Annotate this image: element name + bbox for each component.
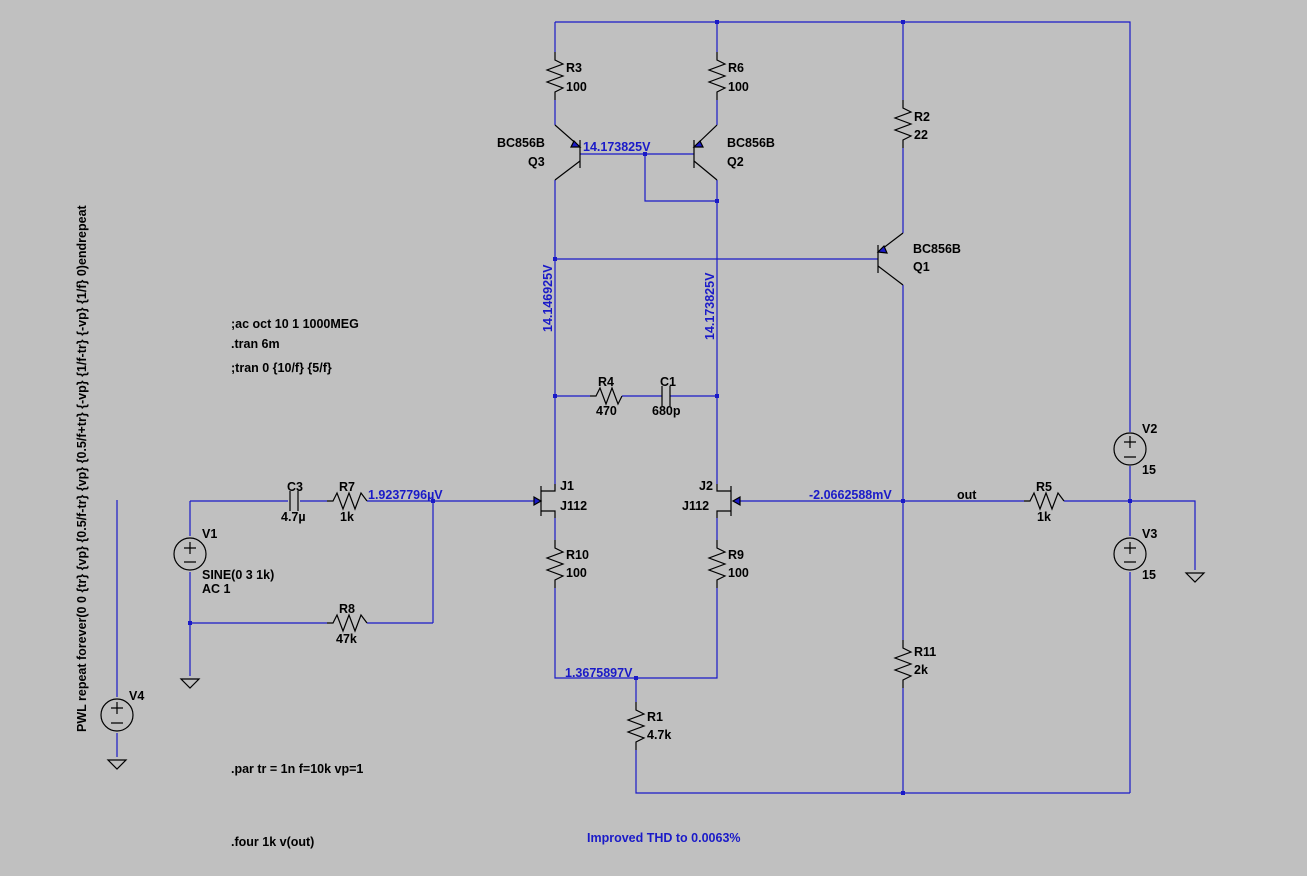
voltage-q2-collector: 14.173825V [703,272,717,340]
c1-value: 680p [652,404,681,418]
v1-ac: AC 1 [202,582,231,596]
c3-value: 4.7µ [281,510,306,524]
r5-value: 1k [1037,510,1051,524]
v2-name: V2 [1142,422,1157,436]
resistor-r3[interactable]: R3 100 [545,52,587,100]
r2-name: R2 [914,110,930,124]
directive-ac[interactable]: ;ac oct 10 1 1000MEG [231,317,359,331]
capacitor-c3[interactable]: C3 4.7µ [281,480,306,524]
jfet-j2[interactable]: J2 J112 [682,479,741,518]
voltage-source-v2[interactable]: V2 15 [1113,422,1157,477]
resistor-r10[interactable]: R10 100 [545,540,589,588]
r7-value: 1k [340,510,354,524]
voltage-j2-gate: -2.0662588mV [809,488,892,502]
r1-value: 4.7k [647,728,671,742]
r2-value: 22 [914,128,928,142]
q1-name: Q1 [913,260,930,274]
ground-icon-out [1184,572,1206,583]
transistor-q3[interactable]: BC856B Q3 [497,124,582,181]
transistor-q2[interactable]: BC856B Q2 [692,124,775,181]
r5-name: R5 [1036,480,1052,494]
voltage-q3-base: 14.173825V [583,140,651,154]
resistor-r11[interactable]: R11 2k [893,640,936,688]
resistor-r4[interactable]: R4 470 [590,375,623,418]
v4-pwl-value: PWL repeat forever(0 0 {tr} {vp} {0.5/f-… [75,204,89,732]
r10-name: R10 [566,548,589,562]
voltage-tail: 1.3675897V [565,666,633,680]
jfet-j1[interactable]: J1 J112 [533,479,587,518]
v2-value: 15 [1142,463,1156,477]
r4-value: 470 [596,404,617,418]
voltage-source-v1[interactable]: V1 SINE(0 3 1k) AC 1 [173,527,274,596]
r1-name: R1 [647,710,663,724]
r8-name: R8 [339,602,355,616]
transistor-q1[interactable]: BC856B Q1 [876,232,961,286]
voltage-q3-collector: 14.146925V [541,264,555,332]
r3-value: 100 [566,80,587,94]
net-label-out: out [957,488,977,502]
resistor-r6[interactable]: R6 100 [707,52,749,100]
v4-name: V4 [129,689,144,703]
voltage-j1-gate: 1.9237796µV [368,488,443,502]
ground-icon-v4 [106,759,128,770]
r6-value: 100 [728,80,749,94]
directive-par[interactable]: .par tr = 1n f=10k vp=1 [231,762,363,776]
v1-value: SINE(0 3 1k) [202,568,274,582]
voltage-source-v3[interactable]: V3 15 [1113,527,1157,582]
resistor-r5[interactable]: R5 1k [1024,480,1065,524]
wires [116,21,1196,794]
resistor-r1[interactable]: R1 4.7k [626,702,671,750]
q1-model: BC856B [913,242,961,256]
resistor-r9[interactable]: R9 100 [707,540,749,588]
voltage-source-v4[interactable]: V4 PWL repeat forever(0 0 {tr} {vp} {0.5… [75,204,144,732]
v3-name: V3 [1142,527,1157,541]
directive-four[interactable]: .four 1k v(out) [231,835,314,849]
ground-icon-v1 [179,678,201,689]
r3-name: R3 [566,61,582,75]
r11-value: 2k [914,663,928,677]
c1-name: C1 [660,375,676,389]
r8-value: 47k [336,632,357,646]
j2-model: J112 [682,499,709,513]
q3-model: BC856B [497,136,545,150]
q3-name: Q3 [528,155,545,169]
j2-name: J2 [699,479,713,493]
j1-model: J112 [560,499,587,513]
r4-name: R4 [598,375,614,389]
directive-tran-alt[interactable]: ;tran 0 {10/f} {5/f} [231,361,332,375]
q2-model: BC856B [727,136,775,150]
q2-name: Q2 [727,155,744,169]
r6-name: R6 [728,61,744,75]
r7-name: R7 [339,480,355,494]
resistor-r8[interactable]: R8 47k [327,602,368,646]
r11-name: R11 [914,645,936,659]
junction-dots [188,20,1132,795]
resistor-r7[interactable]: R7 1k [327,480,368,524]
v1-name: V1 [202,527,217,541]
r10-value: 100 [566,566,587,580]
r9-value: 100 [728,566,749,580]
c3-name: C3 [287,480,303,494]
capacitor-c1[interactable]: C1 680p [652,375,681,418]
v3-value: 15 [1142,568,1156,582]
comment-thd[interactable]: Improved THD to 0.0063% [587,831,741,845]
ground-symbols [106,572,1206,770]
r9-name: R9 [728,548,744,562]
j1-name: J1 [560,479,574,493]
resistor-r2[interactable]: R2 22 [893,100,930,148]
directive-tran[interactable]: .tran 6m [231,337,280,351]
